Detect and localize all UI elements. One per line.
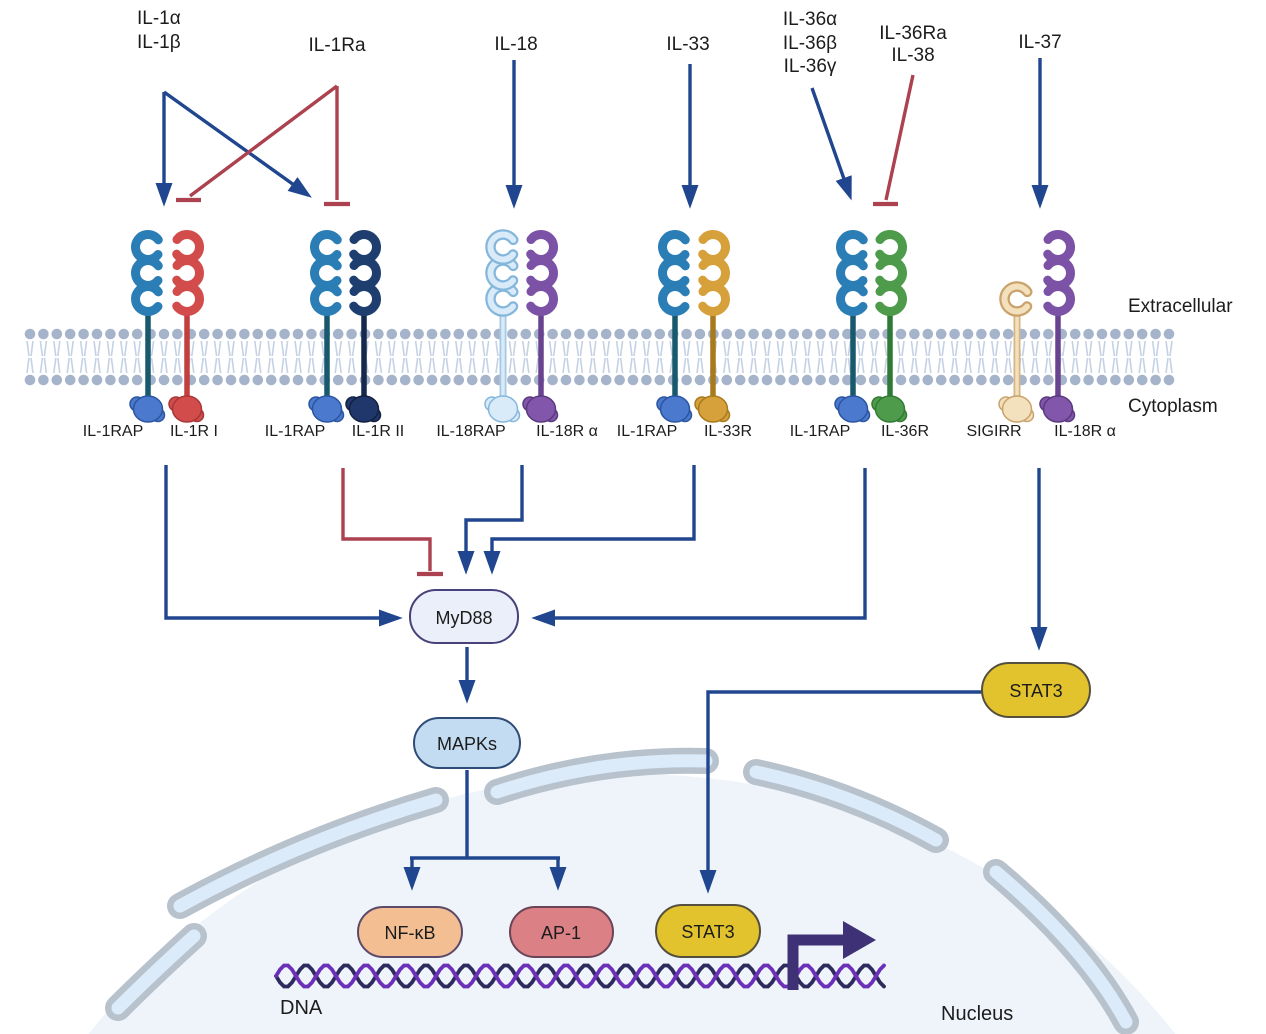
receptor-il1rap-0: IL-1RAP	[83, 230, 166, 440]
il1a-label: IL-1α	[137, 8, 181, 29]
cytokine-label-il37: IL-37	[1018, 32, 1061, 53]
node-ap1: AP-1	[509, 906, 614, 958]
receptor-label-8: IL-1RAP	[790, 423, 850, 440]
plasma-membrane	[24, 328, 1175, 386]
receptor-il1rii-3: IL-1R II	[345, 230, 404, 440]
nfkb-label: NF-κB	[385, 923, 436, 943]
receptor-label-6: IL-1RAP	[617, 423, 677, 440]
il36r-to-myd88-arrow	[531, 468, 867, 627]
il33r-to-myd88-arrow	[483, 465, 696, 575]
receptor-label-3: IL-1R II	[352, 423, 404, 440]
receptor-il1ri-1: IL-1R I	[168, 230, 218, 440]
node-myd88: MyD88	[409, 589, 519, 644]
il36ra-inhibit	[873, 74, 915, 207]
il1ra-inhibit-pair1	[176, 84, 339, 203]
il18r-to-myd88-arrow	[457, 465, 524, 575]
receptor-label-2: IL-1RAP	[265, 423, 325, 440]
receptor-label-4: IL-18RAP	[436, 423, 505, 440]
il1ra-inhibit-pair2	[324, 86, 350, 207]
dna-helix	[274, 963, 886, 989]
stat3-nuclear-label: STAT3	[681, 922, 734, 942]
receptor-label-9: IL-36R	[881, 423, 929, 440]
node-stat3-cytoplasm: STAT3	[981, 662, 1091, 718]
stat3-cytoplasm-label: STAT3	[1009, 681, 1062, 701]
nuclear-envelope	[105, 747, 1139, 1034]
receptor-label-0: IL-1RAP	[83, 423, 143, 440]
receptor-label-5: IL-18R α	[536, 423, 598, 440]
receptor-il18rap-4: IL-18RAP	[436, 229, 521, 440]
il1-to-pair2-arrow	[163, 90, 312, 198]
receptor-il33r-7: IL-33R	[694, 230, 752, 440]
receptors: IL-1RAP IL-1R I IL-1RAP IL-1R II IL-18RAP IL-…	[83, 229, 1116, 440]
receptor-il1rap-2: IL-1RAP	[265, 230, 345, 440]
cytokine-label-il18: IL-18	[494, 34, 537, 55]
node-stat3-nuclear: STAT3	[655, 904, 761, 958]
receptor-il1rap-6: IL-1RAP	[617, 230, 693, 440]
il36g-label: IL-36γ	[784, 56, 837, 77]
cytokine-label-il33: IL-33	[666, 34, 709, 55]
nucleus-label: Nucleus	[941, 1003, 1013, 1025]
ap1-label: AP-1	[541, 923, 581, 943]
il36-arrow	[810, 87, 852, 201]
il38-label: IL-38	[891, 45, 934, 66]
mapks-label: MAPKs	[437, 734, 497, 754]
cytokine-label-il1: IL-1α IL-1β	[137, 8, 181, 53]
receptor-sigirr-10: SIGIRR	[966, 281, 1035, 440]
il1r2-inhibit-myd88	[341, 468, 443, 577]
transcription-start-arrow	[787, 921, 876, 990]
cytokine-label-il36: IL-36α IL-36β IL-36γ	[783, 9, 837, 77]
stat3-nuclear-import-arrow	[699, 690, 982, 894]
extracellular-label: Extracellular	[1128, 296, 1233, 317]
il36b-label: IL-36β	[783, 33, 837, 54]
receptor-il1rap-8: IL-1RAP	[790, 230, 871, 440]
lipid-tails	[26, 340, 1173, 374]
il1b-label: IL-1β	[137, 32, 181, 53]
il36a-label: IL-36α	[783, 9, 837, 30]
receptor-il18r-5: IL-18R α	[522, 230, 598, 440]
node-nfkb: NF-κB	[357, 906, 463, 958]
receptor-label-7: IL-33R	[704, 423, 752, 440]
signal-arrows	[155, 58, 1049, 894]
receptor-il36r-9: IL-36R	[871, 230, 929, 440]
il36ra-label: IL-36Ra	[879, 23, 947, 44]
dna-label: DNA	[280, 997, 323, 1019]
cytoplasm-label: Cytoplasm	[1128, 396, 1218, 417]
node-mapks: MAPKs	[413, 717, 521, 769]
receptor-label-10: SIGIRR	[966, 423, 1021, 440]
lipid-heads	[24, 328, 1175, 386]
cytokine-label-il1ra: IL-1Ra	[308, 35, 365, 56]
cytokine-label-il36ra: IL-36Ra IL-38	[879, 23, 947, 66]
receptor-il18r-11: IL-18R α	[1039, 230, 1116, 440]
receptor-label-1: IL-1R I	[170, 423, 218, 440]
myd88-label: MyD88	[435, 608, 492, 628]
receptor-label-11: IL-18R α	[1054, 423, 1116, 440]
pair1-to-myd88-arrow	[164, 465, 403, 627]
